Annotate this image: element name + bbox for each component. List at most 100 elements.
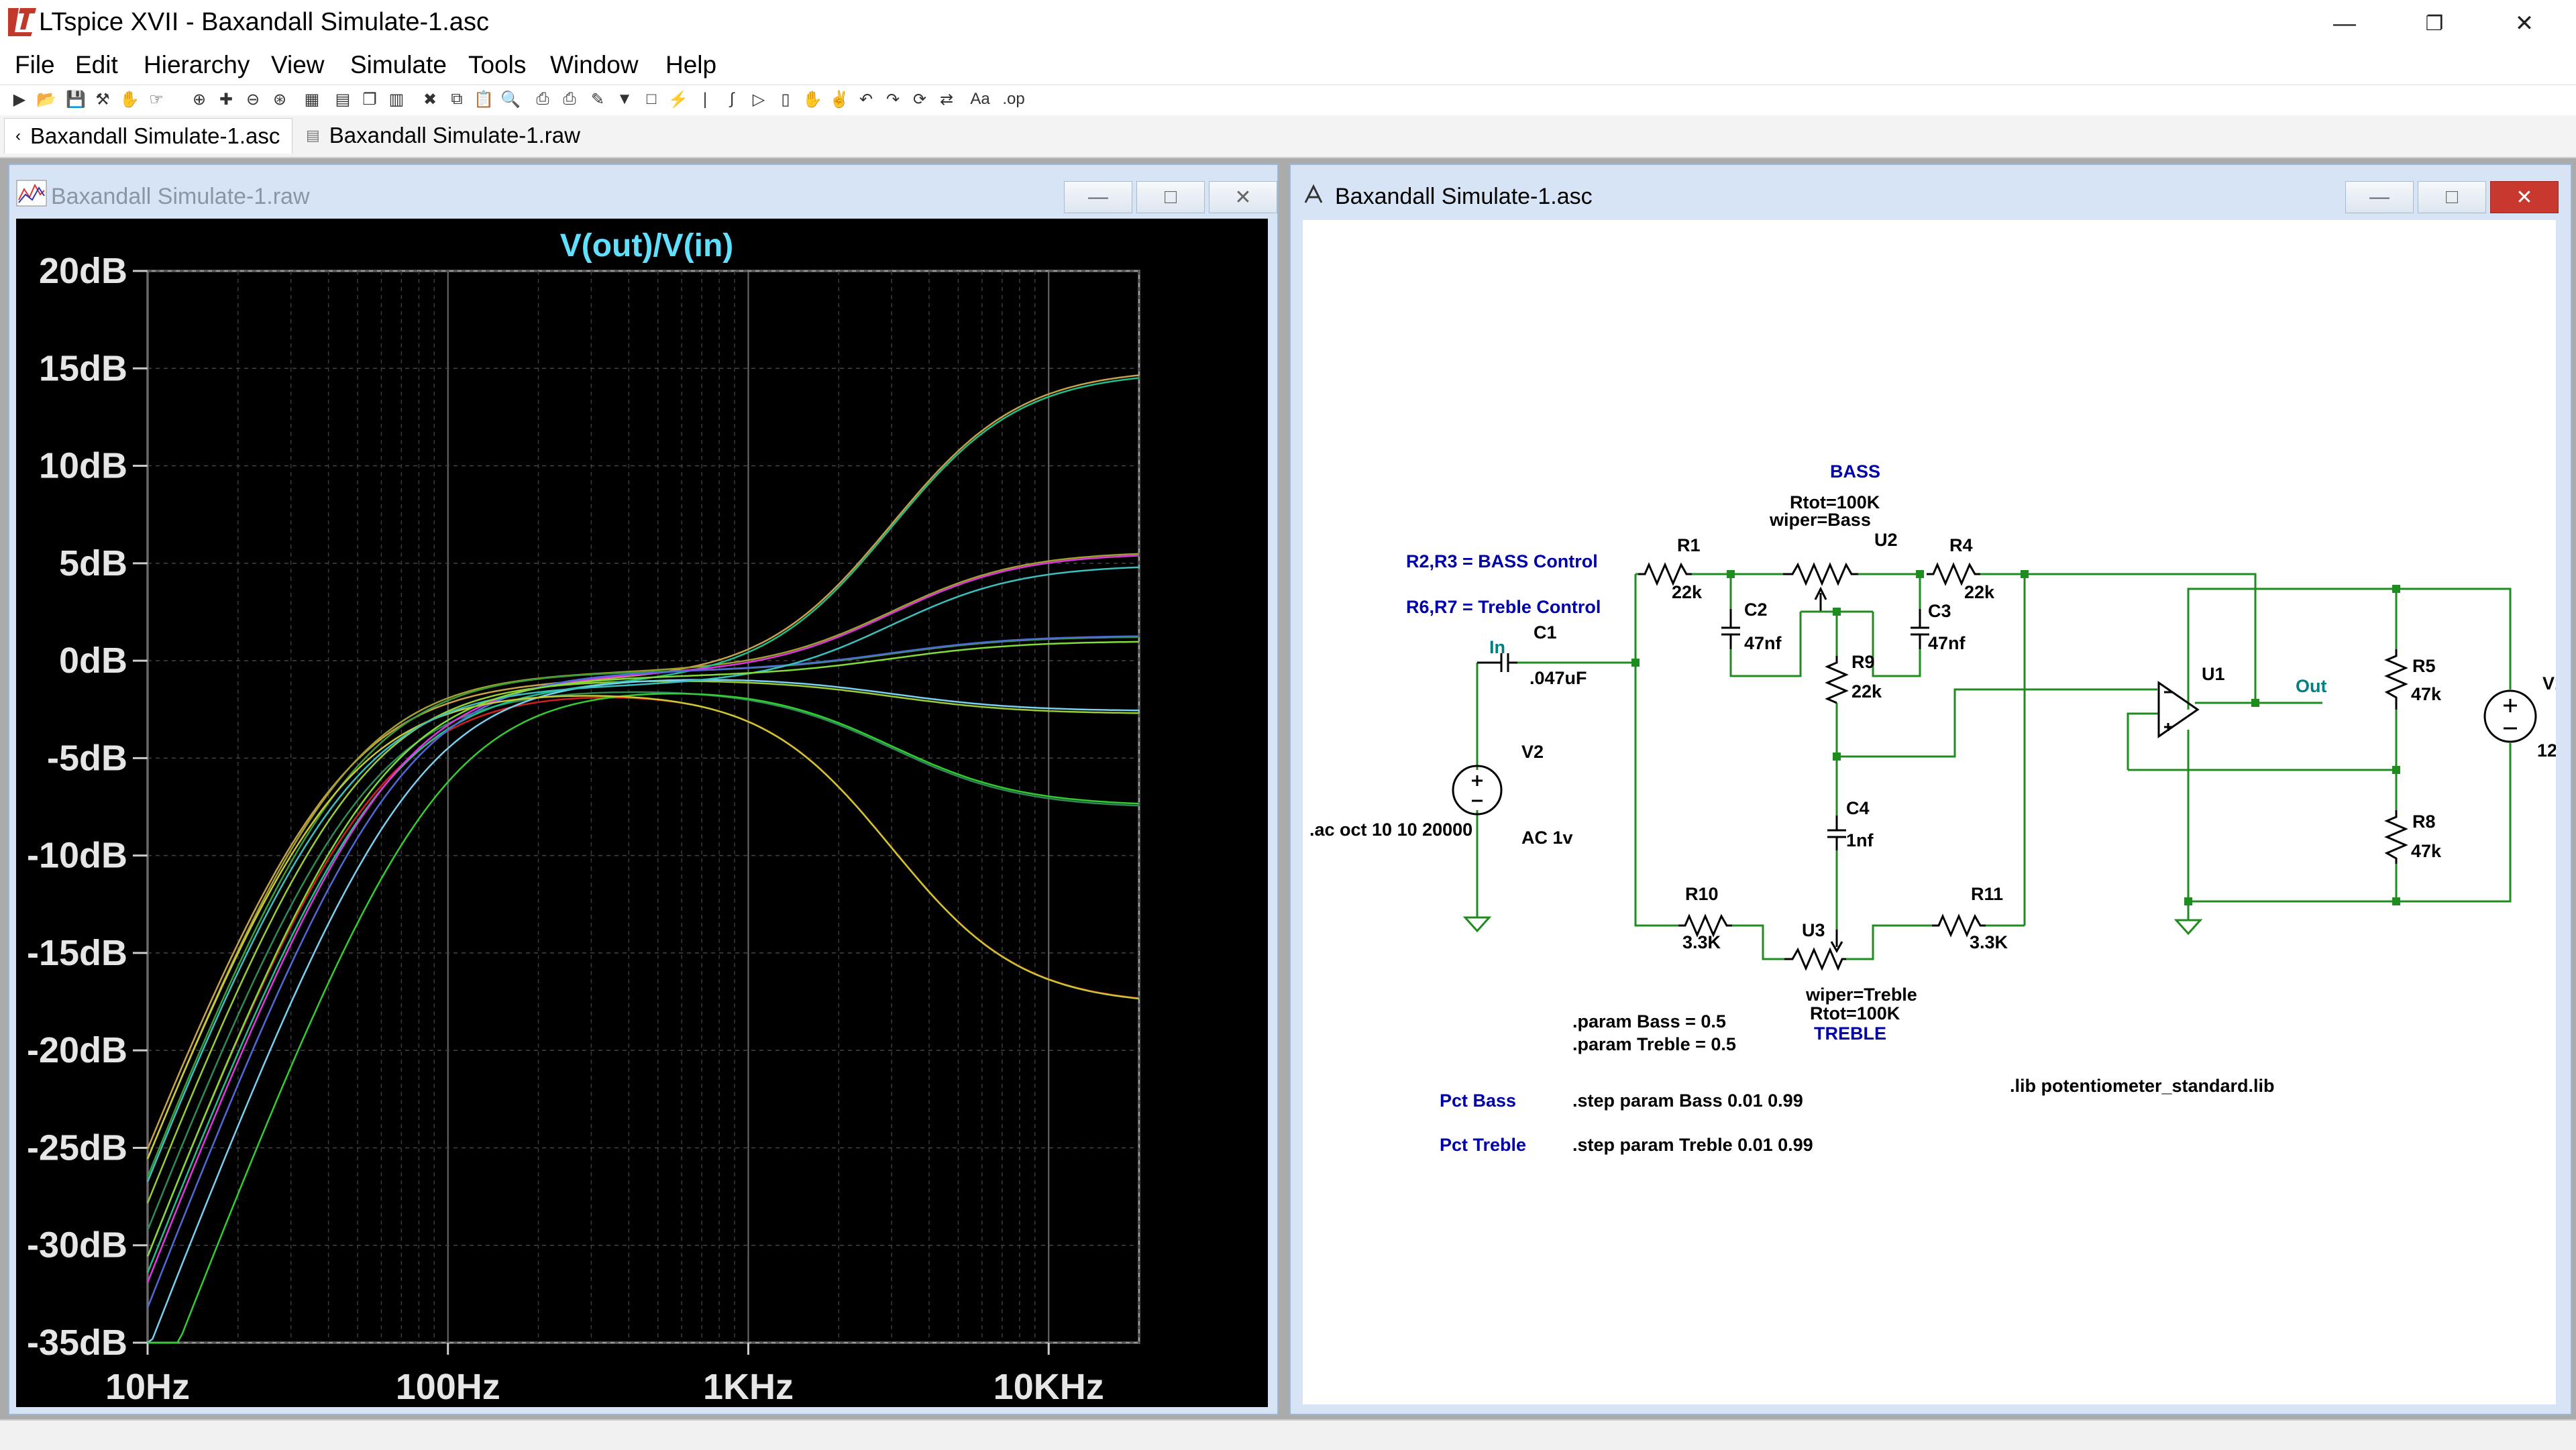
note-treble-control: R6,R7 = Treble Control xyxy=(1406,597,1601,617)
trace-line[interactable] xyxy=(147,679,1140,1343)
run-icon[interactable]: ▶ xyxy=(13,90,26,109)
grab-icon[interactable]: ✋ xyxy=(119,90,140,109)
pencil-icon[interactable]: ✎ xyxy=(590,90,605,109)
trace-line[interactable] xyxy=(146,695,1140,1160)
redo-icon[interactable]: ↷ xyxy=(885,90,900,109)
save-icon[interactable]: 💾 xyxy=(66,90,86,109)
waveform-plot[interactable]: 20dB15dB10dB5dB0dB-5dB-10dB-15dB-20dB-25… xyxy=(16,219,1268,1407)
resistor-r9[interactable] xyxy=(1825,656,1849,704)
waveform-minimize-button[interactable]: — xyxy=(1064,181,1132,213)
open-icon[interactable]: 📂 xyxy=(36,90,56,109)
zoom-fit-icon[interactable]: ⊛ xyxy=(272,90,287,109)
capacitor-c2[interactable] xyxy=(1721,609,1740,649)
undo-icon[interactable]: ↶ xyxy=(859,90,873,109)
tab-raw[interactable]: ▤ Baxandall Simulate-1.raw xyxy=(299,118,581,153)
net-label-out: Out xyxy=(2296,676,2327,696)
print-icon[interactable]: ⎙ xyxy=(563,90,576,108)
autorange-icon[interactable]: ▦ xyxy=(304,90,320,109)
schematic-close-button[interactable]: ✕ xyxy=(2490,181,2559,213)
resistor-r4[interactable] xyxy=(1927,562,1980,586)
trace-label[interactable]: V(out)/V(in) xyxy=(560,228,734,264)
close-button[interactable]: ✕ xyxy=(2487,0,2561,47)
cascade-icon[interactable]: ❐ xyxy=(362,90,377,109)
trace-line[interactable] xyxy=(146,566,1140,1182)
capacitor-c3[interactable] xyxy=(1911,609,1929,649)
x-tick-label: 1KHz xyxy=(703,1367,794,1407)
schematic-maximize-button[interactable]: □ xyxy=(2418,181,2486,213)
schematic-labels: BASS Rtot=100K wiper=Bass U2 R1 22k R4 2… xyxy=(1309,461,2556,1155)
waveform-close-button[interactable]: ✕ xyxy=(1209,181,1277,213)
resistor-r11[interactable] xyxy=(1932,913,1986,938)
resistor-icon[interactable]: ⚡ xyxy=(668,90,688,109)
menu-view[interactable]: View xyxy=(271,51,325,78)
trace-line[interactable] xyxy=(148,692,1140,1344)
trace-line[interactable] xyxy=(146,635,1140,1308)
label-r5: R5 xyxy=(2412,656,2436,676)
find-icon[interactable]: 🔍 xyxy=(500,90,521,109)
voltage-source-v2[interactable] xyxy=(1452,765,1503,816)
resistor-r8[interactable] xyxy=(2384,810,2408,864)
trace-line[interactable] xyxy=(146,377,1140,1274)
label-net-icon[interactable]: □ xyxy=(646,90,657,108)
resistor-r1[interactable] xyxy=(1638,562,1692,586)
voltage-source-v1[interactable] xyxy=(2483,689,2537,743)
mirror-icon[interactable]: ⇄ xyxy=(939,90,954,109)
trace-line[interactable] xyxy=(146,636,1140,1178)
capacitor-c4[interactable] xyxy=(1827,816,1846,850)
component-icon[interactable]: ▯ xyxy=(781,90,790,109)
move-component-icon[interactable]: ✋ xyxy=(802,90,822,109)
menu-hierarchy[interactable]: Hierarchy xyxy=(144,51,250,78)
restore-button[interactable]: ❐ xyxy=(2398,0,2471,47)
menu-help[interactable]: Help xyxy=(665,51,717,78)
x-tick-label: 10KHz xyxy=(994,1367,1104,1407)
capacitor-c1[interactable] xyxy=(1477,653,1517,672)
spice-directive-icon[interactable]: .op xyxy=(1002,90,1025,108)
rotate-icon[interactable]: ⟳ xyxy=(912,90,927,109)
ground-icon[interactable]: ▼ xyxy=(616,90,633,108)
zoom-in-icon[interactable]: ⊕ xyxy=(192,90,207,109)
menu-window[interactable]: Window xyxy=(550,51,639,78)
menu-simulate[interactable]: Simulate xyxy=(350,51,447,78)
zoom-out-icon[interactable]: ⊖ xyxy=(246,90,260,109)
print-preview-icon[interactable]: ⎙ xyxy=(536,90,549,108)
paste-icon[interactable]: 📋 xyxy=(474,90,494,109)
diode-icon[interactable]: ▷ xyxy=(752,90,765,109)
menu-edit[interactable]: Edit xyxy=(75,51,118,78)
opamp-u1[interactable] xyxy=(2157,681,2200,738)
schematic-window[interactable]: Baxandall Simulate-1.asc — □ ✕ .w { stro… xyxy=(1289,164,2572,1415)
move-icon[interactable]: ✖ xyxy=(423,90,437,109)
trace-line[interactable] xyxy=(146,691,1140,1231)
tab-schematic[interactable]: ‹ Baxandall Simulate-1.asc xyxy=(4,118,292,154)
trace-line[interactable] xyxy=(146,555,1140,1283)
label-v1: V1 xyxy=(2542,673,2556,693)
zoom-pan-icon[interactable]: ✚ xyxy=(219,90,233,109)
trace-line[interactable] xyxy=(146,553,1140,1160)
label-u3: U3 xyxy=(1802,920,1825,940)
trace-line[interactable] xyxy=(146,374,1140,1150)
menu-tools[interactable]: Tools xyxy=(468,51,527,78)
trace-line[interactable] xyxy=(146,640,1140,1257)
potentiometer-u2[interactable] xyxy=(1783,562,1873,613)
waveform-maximize-button[interactable]: □ xyxy=(1136,181,1205,213)
resistor-r10[interactable] xyxy=(1678,913,1732,938)
tab-bar xyxy=(0,115,2576,158)
resistor-r5[interactable] xyxy=(2384,649,2408,710)
drag-icon[interactable]: ✌ xyxy=(829,90,849,109)
capacitor-icon[interactable]: ∣ xyxy=(701,90,709,109)
text-icon[interactable]: Aa xyxy=(970,90,990,108)
hand-icon[interactable]: ☞ xyxy=(149,90,164,109)
minimize-button[interactable]: — xyxy=(2308,0,2381,47)
copy-icon[interactable]: ⧉ xyxy=(451,90,463,108)
trace-line[interactable] xyxy=(146,680,1139,1204)
maximize-icon: □ xyxy=(1164,186,1177,208)
menu-file[interactable]: File xyxy=(15,51,55,78)
potentiometer-u3[interactable] xyxy=(1784,930,1846,971)
inductor-icon[interactable]: ∫ xyxy=(729,90,735,108)
schematic-minimize-button[interactable]: — xyxy=(2345,181,2414,213)
settings-icon[interactable]: ⚒ xyxy=(95,90,110,109)
trace-line[interactable] xyxy=(146,696,1140,1258)
tile-horizontal-icon[interactable]: ▤ xyxy=(335,90,351,109)
schematic-canvas[interactable]: .w { stroke:#1f8c1f; stroke-width:3; fil… xyxy=(1303,220,2556,1404)
tile-vertical-icon[interactable]: ▥ xyxy=(388,90,405,109)
